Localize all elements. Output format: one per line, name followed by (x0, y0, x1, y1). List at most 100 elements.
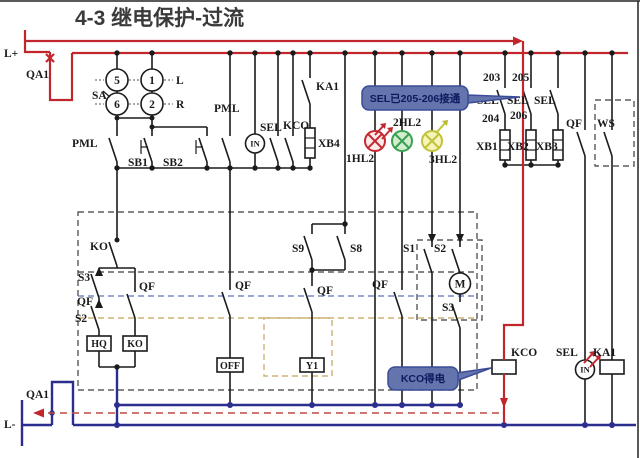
ws-label: WS (597, 118, 615, 130)
s2-motor-label: S2 (434, 243, 446, 255)
sb2-label: SB2 (163, 157, 183, 169)
coil-boxes: HQ KO OFF Y1 (86, 335, 625, 375)
lamp1-label: 1HL2 (346, 153, 374, 165)
xb3-label: XB3 (536, 141, 558, 153)
labels: L+ QA1 L- QA1 PML SB1 SB2 PML SEL KCO XB… (4, 48, 616, 431)
terminal-205-label: 205 (512, 72, 530, 84)
sel-mid-label: SEL (260, 122, 282, 134)
pml-top-label: PML (214, 103, 240, 115)
ko-coil (122, 335, 148, 352)
s3-motor-label: S3 (442, 302, 454, 314)
sa-master-switch: 5 1 6 2 SA L R (92, 68, 185, 116)
ka1-coil-label: KA1 (593, 347, 616, 359)
callout-sel-text: SEL已205-206接通 (370, 92, 461, 105)
s3-left-label: S3 (78, 272, 90, 284)
sel-3-label: SEL (534, 95, 556, 107)
hq-coil (86, 335, 112, 352)
positive-rail (23, 30, 628, 102)
s9-label: S9 (292, 243, 304, 255)
y1-coil (299, 357, 325, 373)
motor-symbol (448, 272, 472, 295)
terminal-204-label: 204 (482, 113, 500, 125)
sa-dir-left: L (176, 75, 184, 87)
xb2-label: XB2 (507, 141, 529, 153)
arrow-down-icon (456, 234, 464, 243)
qf-branch-label: QF (139, 281, 155, 293)
qf-lamp-label: QF (372, 279, 388, 291)
off-coil-label: OFF (220, 361, 240, 372)
page-title: 4-3 继电保护-过流 (75, 6, 244, 30)
current-meter-mid (244, 133, 266, 154)
negative-rail (20, 380, 636, 446)
lamp-red-1hl2 (364, 123, 393, 152)
current-meter-bottom-label: IN (580, 365, 590, 375)
sa-contact-5 (105, 68, 129, 92)
sa-contact-6 (105, 92, 129, 116)
junction-dots (49, 50, 615, 428)
kco-coil-label: KCO (511, 347, 537, 359)
sa-dir-right: R (176, 99, 185, 111)
xb3-terminal (552, 129, 564, 161)
l-plus-label: L+ (4, 48, 18, 60)
arrow-down-icon (428, 234, 436, 243)
s8-label: S8 (350, 243, 362, 255)
hq-coil-label: HQ (91, 339, 107, 350)
ko-coil-label: KO (127, 339, 143, 350)
sa-label: SA (92, 90, 107, 102)
ka1-top-label: KA1 (316, 81, 339, 93)
callout-kco-text: KCO得电 (401, 372, 446, 385)
pml-left-label: PML (72, 138, 98, 150)
qa1-top-label: QA1 (26, 69, 49, 81)
arrow-down-icon (500, 398, 508, 408)
y1-coil-label: Y1 (306, 361, 318, 372)
terminal-206-label: 206 (510, 110, 528, 122)
qf-left-label: QF (77, 296, 93, 308)
xb1-terminal (499, 129, 511, 161)
qa1-bottom-label: QA1 (26, 389, 49, 401)
rail-arrow-icon (513, 36, 523, 46)
mechanism-dashed-box (77, 211, 478, 391)
callout-sel-note: SEL已205-206接通 (361, 85, 521, 111)
motor-label: M (455, 279, 466, 291)
qf-off-label: QF (235, 280, 251, 292)
dashed-regions (77, 99, 635, 391)
qf-y1-label: QF (317, 285, 333, 297)
highlight-current-path (33, 41, 601, 423)
lamp-green-2hl2 (391, 130, 413, 152)
motor-dashed-box (416, 239, 483, 321)
l-minus-label: L- (4, 419, 16, 431)
s2-left-label: S2 (75, 313, 87, 325)
meters: IN IN M (244, 133, 596, 380)
sa-terminal-6: 6 (114, 99, 120, 111)
indicator-lamps (364, 120, 448, 152)
kco-mid-label: KCO (283, 120, 309, 132)
sa-terminal-2: 2 (149, 99, 155, 111)
sa-terminal-1: 1 (149, 75, 155, 87)
qf-right-label: QF (566, 118, 582, 130)
s1-label: S1 (403, 243, 415, 255)
xb1-label: XB1 (476, 141, 498, 153)
arrow-left-icon (33, 408, 44, 418)
ws-dashed-box (594, 99, 635, 167)
xb2-terminal (525, 129, 537, 161)
sel-bottom-label: SEL (556, 347, 578, 359)
lamp2-label: 2HL2 (393, 117, 421, 129)
off-coil (216, 357, 244, 373)
ka1-coil (599, 359, 625, 375)
current-meter-bottom (574, 359, 596, 380)
current-meter-mid-label: IN (250, 139, 260, 149)
xb4-label: XB4 (318, 138, 340, 150)
lamp-yellow-3hl2 (421, 120, 448, 152)
callout-kco-note: KCO得电 (387, 366, 492, 391)
terminal-blocks (304, 127, 564, 161)
control-wiring (90, 53, 613, 425)
lamp3-label: 3HL2 (429, 154, 457, 166)
terminal-203-label: 203 (483, 72, 501, 84)
sa-contact-2 (140, 92, 164, 116)
ko-contact-label: KO (90, 241, 108, 253)
xb4-terminal (304, 127, 316, 159)
sa-terminal-5: 5 (114, 75, 120, 87)
